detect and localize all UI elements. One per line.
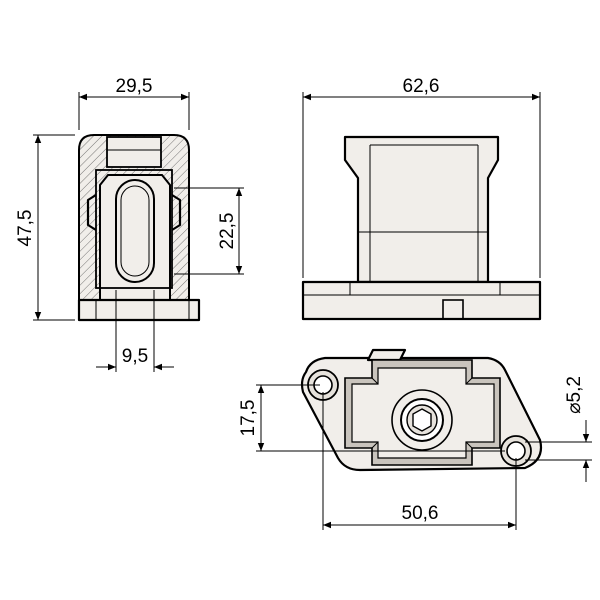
mounting-hole-left bbox=[307, 369, 339, 401]
dim-front-width: 62,6 bbox=[302, 76, 541, 278]
section-view bbox=[77, 134, 201, 322]
dim-inner-width: 9,5 bbox=[96, 290, 174, 372]
hex-socket-icon bbox=[412, 408, 432, 432]
dim-label-62-6: 62,6 bbox=[403, 76, 440, 97]
dim-label-17-5: 17,5 bbox=[238, 400, 259, 437]
front-view bbox=[301, 135, 542, 321]
dim-label-9-5: 9,5 bbox=[122, 346, 148, 367]
top-view bbox=[300, 348, 543, 472]
dim-section-height: 47,5 bbox=[15, 134, 75, 321]
dim-label-47-5: 47,5 bbox=[15, 210, 36, 247]
dim-label-diameter: ⌀5,2 bbox=[564, 376, 585, 414]
dim-label-22-5: 22,5 bbox=[217, 213, 238, 250]
dim-hole-diameter: ⌀5,2 bbox=[525, 376, 592, 482]
dim-inner-height: 22,5 bbox=[174, 187, 244, 275]
dim-label-50-6: 50,6 bbox=[402, 503, 439, 524]
dim-section-width: 29,5 bbox=[78, 76, 190, 130]
dim-hole-spacing-horizontal: 50,6 bbox=[322, 392, 517, 530]
dim-label-29-5: 29,5 bbox=[116, 76, 153, 97]
dim-hole-spacing-vertical: 17,5 bbox=[238, 384, 505, 452]
